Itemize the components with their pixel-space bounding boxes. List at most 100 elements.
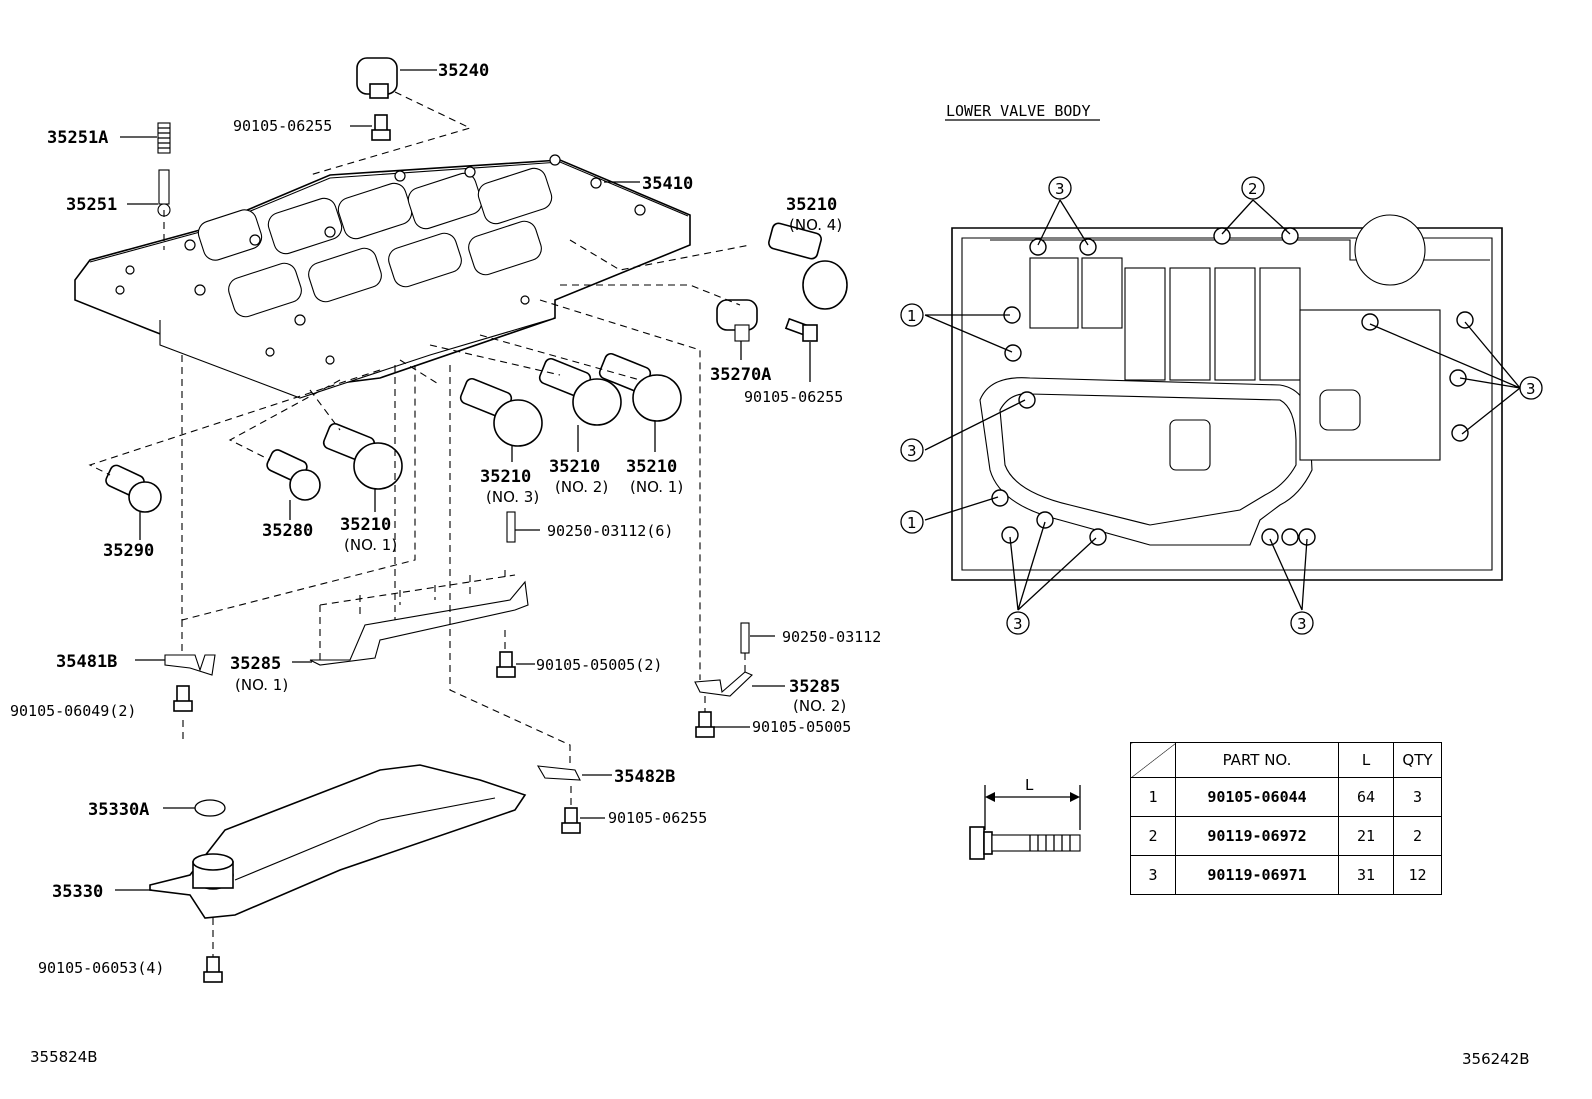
- o-ring-35330a: [163, 799, 226, 817]
- row-length: 64: [1338, 777, 1394, 817]
- label-35210-no4: 35210: [786, 195, 837, 215]
- solenoid-35210-no1a: [598, 352, 682, 452]
- valve-body: [74, 154, 691, 399]
- valve-spools: [197, 167, 553, 318]
- title-lower-valve-body: LOWER VALVE BODY: [946, 102, 1091, 120]
- label-35240: 35240: [438, 61, 489, 81]
- solenoid-35210-no3: [459, 377, 543, 462]
- solenoid-35270a: [716, 299, 758, 360]
- label-90105-06053-4: 90105-06053(4): [38, 959, 164, 977]
- marker-3-topleft: 3: [1055, 180, 1065, 198]
- plate-35285-no1: [292, 580, 529, 666]
- label-35251a: 35251A: [47, 128, 108, 148]
- marker-1-upper: 1: [907, 307, 917, 325]
- table-corner-cell: [1130, 742, 1176, 778]
- label-35285-no1: 35285: [230, 654, 281, 674]
- marker-2-top: 2: [1248, 180, 1258, 198]
- label-35330: 35330: [52, 882, 103, 902]
- label-90105-06255-right: 90105-06255: [744, 388, 843, 406]
- plug-35251: [127, 169, 171, 217]
- row-part-no: 90119-06972: [1175, 816, 1339, 856]
- marker-3-bottomright: 3: [1297, 615, 1307, 633]
- solenoid-35210-no1b: [322, 422, 403, 512]
- row-qty: 12: [1393, 855, 1442, 895]
- label-90250-03112-6: 90250-03112(6): [547, 522, 673, 540]
- bolt-length-label: L: [1025, 776, 1034, 794]
- label-90105-06255-bottom: 90105-06255: [608, 809, 707, 827]
- label-35481b: 35481B: [56, 652, 117, 672]
- row-length: 31: [1338, 855, 1394, 895]
- label-35270a: 35270A: [710, 365, 771, 385]
- label-35210-no4-sub: (NO. 4): [789, 216, 842, 234]
- solenoid-35210-no2: [538, 357, 622, 452]
- row-number: 2: [1130, 816, 1176, 856]
- solenoid-35280: [266, 449, 321, 520]
- label-35280: 35280: [262, 521, 313, 541]
- row-length: 21: [1338, 816, 1394, 856]
- bracket-35481b: [135, 654, 216, 676]
- label-35410: 35410: [642, 174, 693, 194]
- label-35210-no3: 35210: [480, 467, 531, 487]
- bolt-05005-2: [496, 651, 535, 678]
- label-90250-03112: 90250-03112: [782, 628, 881, 646]
- label-35482b: 35482B: [614, 767, 675, 787]
- marker-3-bottomleft: 3: [1013, 615, 1023, 633]
- bolt-06049-2: [173, 685, 193, 712]
- row-qty: 3: [1393, 777, 1442, 817]
- lower-body-bolts: [991, 227, 1474, 546]
- label-35210-no1b: 35210: [340, 515, 391, 535]
- label-90105-06255-top: 90105-06255: [233, 117, 332, 135]
- label-35290: 35290: [103, 541, 154, 561]
- label-90105-05005: 90105-05005: [752, 718, 851, 736]
- pin-6: [506, 511, 540, 543]
- pin-right: [740, 622, 775, 654]
- dashed-leaders: [88, 91, 751, 957]
- table-row: 2 90119-06972 21 2: [1130, 816, 1442, 856]
- label-90105-05005-2: 90105-05005(2): [536, 656, 662, 674]
- label-35330a: 35330A: [88, 800, 149, 820]
- marker-3-right: 3: [1526, 380, 1536, 398]
- label-90105-06049-2: 90105-06049(2): [10, 702, 136, 720]
- lower-valve-body: [900, 176, 1543, 635]
- marker-leaders: [924, 199, 1521, 611]
- bolt-06255-bottom: [561, 807, 605, 834]
- row-qty: 2: [1393, 816, 1442, 856]
- table-header-row: PART NO. L QTY: [1130, 742, 1442, 778]
- bracket-35482b: [536, 765, 612, 781]
- solenoid-35210-no4: [768, 222, 848, 310]
- spring-35251a: [120, 122, 171, 154]
- row-number: 1: [1130, 777, 1176, 817]
- header-qty: QTY: [1393, 742, 1442, 778]
- label-35210-no1a-sub: (NO. 1): [630, 478, 683, 496]
- row-part-no: 90119-06971: [1175, 855, 1339, 895]
- label-35285-no2-sub: (NO. 2): [793, 697, 846, 715]
- body-bolts: [115, 154, 646, 365]
- label-35210-no3-sub: (NO. 3): [486, 488, 539, 506]
- label-35210-no2-sub: (NO. 2): [555, 478, 608, 496]
- label-35251: 35251: [66, 195, 117, 215]
- table-row: 3 90119-06971 31 12: [1130, 855, 1442, 895]
- bracket-35285-no2: [694, 671, 785, 697]
- marker-3-left: 3: [907, 442, 917, 460]
- ref-right: 356242B: [1462, 1050, 1530, 1068]
- ref-left: 355824B: [30, 1048, 98, 1066]
- header-l: L: [1338, 742, 1394, 778]
- bolt-06053-4: [203, 956, 223, 983]
- marker-1-lower: 1: [907, 514, 917, 532]
- header-part-no: PART NO.: [1175, 742, 1339, 778]
- label-35210-no1b-sub: (NO. 1): [344, 536, 397, 554]
- label-35210-no2: 35210: [549, 457, 600, 477]
- bolt-right: [784, 317, 818, 382]
- row-part-no: 90105-06044: [1175, 777, 1339, 817]
- label-35285-no1-sub: (NO. 1): [235, 676, 288, 694]
- solenoid-35240: [356, 57, 437, 99]
- strainer-35330: [115, 764, 527, 919]
- row-number: 3: [1130, 855, 1176, 895]
- label-35285-no2: 35285: [789, 677, 840, 697]
- bolt-05005: [695, 711, 750, 738]
- lower-body-valves: [1029, 257, 1441, 471]
- marker-circles: [900, 176, 1543, 635]
- sensor-35290: [105, 464, 162, 540]
- label-35210-no1a: 35210: [626, 457, 677, 477]
